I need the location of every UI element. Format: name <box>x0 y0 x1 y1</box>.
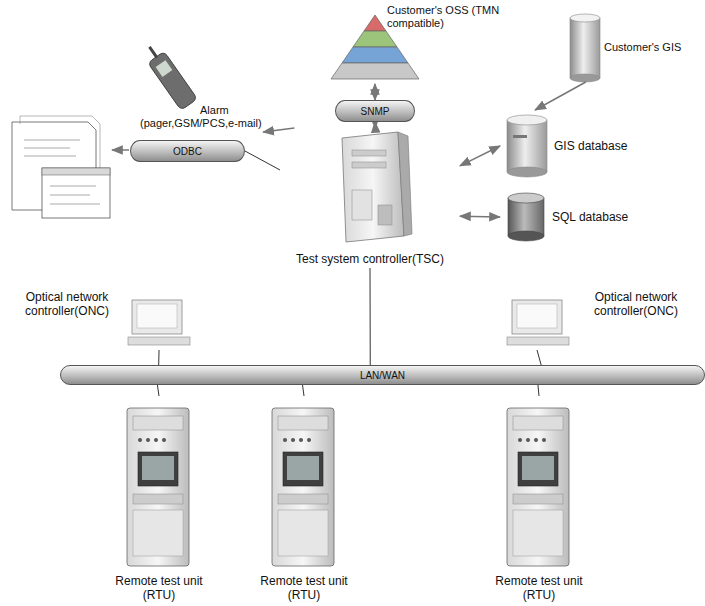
document-icon <box>12 116 129 218</box>
connector <box>303 385 304 396</box>
onc-label: Optical network controller(ONC) <box>500 290 700 350</box>
connector <box>460 215 500 217</box>
node-text: SQL database <box>552 210 628 224</box>
gis-database-icon <box>507 115 547 177</box>
connector <box>535 82 586 110</box>
lan-wan-pipe: LAN/WAN <box>60 365 705 385</box>
connector <box>538 385 539 396</box>
odbc-arrow <box>112 149 129 151</box>
connector <box>460 146 500 166</box>
node-text: Alarm <box>200 104 229 117</box>
gis-server-icon <box>570 14 600 82</box>
odbc-pipe: ODBC <box>130 140 245 162</box>
rtu-label: Remote test unit (RTU) <box>250 396 358 604</box>
node-text: Remote test unit (RTU) <box>250 574 358 602</box>
onc-label: Optical network controller(ONC) <box>5 290 200 350</box>
connector <box>263 128 294 132</box>
node-text: (pager,GSM/PCS,e-mail) <box>140 117 262 130</box>
alarm-label: Alarm(pager,GSM/PCS,e-mail) <box>140 46 280 132</box>
node-text: Test system controller(TSC) <box>296 252 444 266</box>
server-icon <box>342 132 412 242</box>
snmp-pipe: SNMP <box>335 100 415 122</box>
connector <box>374 122 376 128</box>
connector <box>370 268 371 365</box>
computer-icon <box>507 300 569 345</box>
connector <box>245 151 280 170</box>
sql-database-icon <box>508 193 544 241</box>
rtu-icon <box>127 408 189 566</box>
node-text: LAN/WAN <box>360 370 405 381</box>
node-text: Remote test unit (RTU) <box>485 574 593 602</box>
node-text: Customer's OSS (TMN compatible) <box>387 4 507 30</box>
oss-label: Customer's OSS (TMN compatible) <box>325 2 510 84</box>
connector <box>157 385 159 396</box>
node-text: Customer's GIS <box>604 41 681 54</box>
sql-database-label: SQL database <box>500 190 670 244</box>
tsc-label: Test system controller(TSC) <box>280 128 460 268</box>
connector <box>158 350 159 365</box>
node-text: ODBC <box>173 146 202 157</box>
gis-database-label: GIS database <box>500 110 685 182</box>
node-text: Optical network controller(ONC) <box>580 290 692 318</box>
computer-icon <box>128 300 190 345</box>
node-text: SNMP <box>361 106 390 117</box>
rtu-label: Remote test unit (RTU) <box>485 396 593 604</box>
rtu-label: Remote test unit (RTU) <box>105 396 213 604</box>
gis-label: Customer's GIS <box>562 12 702 82</box>
node-text: Remote test unit (RTU) <box>105 574 213 602</box>
connector <box>374 84 376 100</box>
phone-icon <box>141 41 198 110</box>
node-text: Optical network controller(ONC) <box>11 290 123 318</box>
connector <box>537 350 541 365</box>
node-text: GIS database <box>554 139 627 153</box>
